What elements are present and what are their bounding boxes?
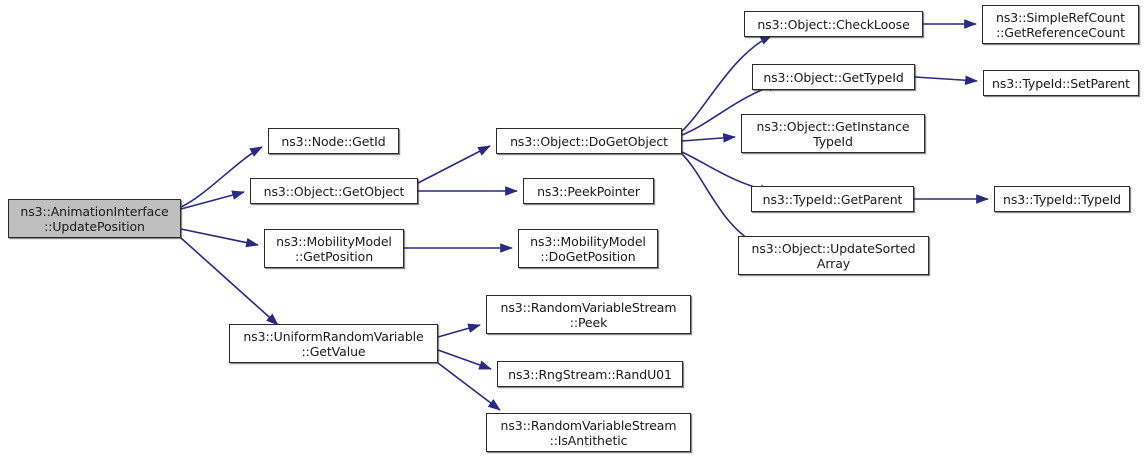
- graph-node-label: ns3::Object::DoGetObject: [510, 133, 668, 149]
- graph-node-label: ns3::SimpleRefCount ::GetReferenceCount: [996, 9, 1125, 40]
- graph-node-label: ns3::Object::UpdateSorted Array: [751, 240, 916, 271]
- graph-node-n3[interactable]: ns3::MobilityModel ::GetPosition: [264, 229, 404, 268]
- graph-node-label: ns3::PeekPointer: [537, 183, 640, 199]
- graph-node-label: ns3::MobilityModel ::GetPosition: [276, 233, 392, 264]
- graph-node-label: ns3::Object::GetTypeId: [763, 69, 904, 85]
- edge-getvalue-to-randu01: [437, 349, 492, 370]
- graph-node-n18[interactable]: ns3::TypeId::TypeId: [994, 186, 1130, 212]
- graph-node-n8[interactable]: ns3::RandomVariableStream ::Peek: [486, 295, 691, 334]
- edge-getvalue-to-peek: [437, 323, 481, 338]
- graph-node-label: ns3::UniformRandomVariable ::GetValue: [243, 328, 424, 359]
- graph-node-label: ns3::RandomVariableStream ::IsAntithetic: [500, 417, 677, 448]
- graph-node-label: ns3::TypeId::SetParent: [992, 75, 1130, 91]
- graph-node-n10[interactable]: ns3::RandomVariableStream ::IsAntithetic: [486, 413, 691, 452]
- edge-gettypeid-to-setparent: [914, 75, 978, 86]
- graph-node-n14[interactable]: ns3::TypeId::GetParent: [751, 186, 914, 212]
- graph-node-n13[interactable]: ns3::Object::GetInstance TypeId: [741, 114, 925, 153]
- graph-node-label: ns3::RngStream::RandU01: [508, 366, 672, 382]
- graph-node-n5[interactable]: ns3::Object::DoGetObject: [496, 128, 682, 154]
- graph-node-label: ns3::Object::GetObject: [263, 183, 405, 199]
- edge-updateposition-to-getobject: [180, 190, 245, 210]
- graph-node-n2[interactable]: ns3::Object::GetObject: [250, 178, 418, 204]
- graph-node-label: ns3::RandomVariableStream ::Peek: [500, 299, 677, 330]
- graph-node-label: ns3::Object::GetInstance TypeId: [756, 118, 910, 149]
- graph-node-label: ns3::AnimationInterface ::UpdatePosition: [20, 203, 169, 234]
- graph-node-n12[interactable]: ns3::Object::GetTypeId: [752, 64, 915, 90]
- graph-node-n15[interactable]: ns3::Object::UpdateSorted Array: [738, 236, 929, 275]
- graph-node-n1[interactable]: ns3::Node::GetId: [268, 128, 399, 154]
- graph-node-label: ns3::TypeId::GetParent: [762, 191, 903, 207]
- graph-node-n9[interactable]: ns3::RngStream::RandU01: [497, 361, 683, 387]
- graph-node-n16[interactable]: ns3::SimpleRefCount ::GetReferenceCount: [982, 5, 1139, 44]
- graph-node-label: ns3::MobilityModel ::DoGetPosition: [530, 233, 646, 264]
- edge-getobject-to-dogetobject: [417, 145, 491, 184]
- edge-updateposition-to-getposition: [180, 228, 259, 248]
- edge-dogetobject-to-updatesortedarray: [681, 153, 763, 248]
- edge-dogetobject-to-getinstancetypeid: [681, 133, 736, 143]
- graph-node-label: ns3::Object::CheckLoose: [757, 16, 910, 32]
- graph-node-label: ns3::TypeId::TypeId: [1003, 191, 1121, 207]
- graph-node-n0[interactable]: ns3::AnimationInterface ::UpdatePosition: [8, 199, 181, 238]
- graph-node-n6[interactable]: ns3::PeekPointer: [523, 178, 654, 204]
- graph-node-n11[interactable]: ns3::Object::CheckLoose: [744, 11, 923, 37]
- graph-node-n7[interactable]: ns3::MobilityModel ::DoGetPosition: [518, 229, 658, 268]
- graph-node-n4[interactable]: ns3::UniformRandomVariable ::GetValue: [229, 324, 438, 363]
- graph-node-n17[interactable]: ns3::TypeId::SetParent: [983, 70, 1139, 96]
- graph-node-label: ns3::Node::GetId: [281, 133, 386, 149]
- edge-getvalue-to-isantithetic: [437, 362, 501, 411]
